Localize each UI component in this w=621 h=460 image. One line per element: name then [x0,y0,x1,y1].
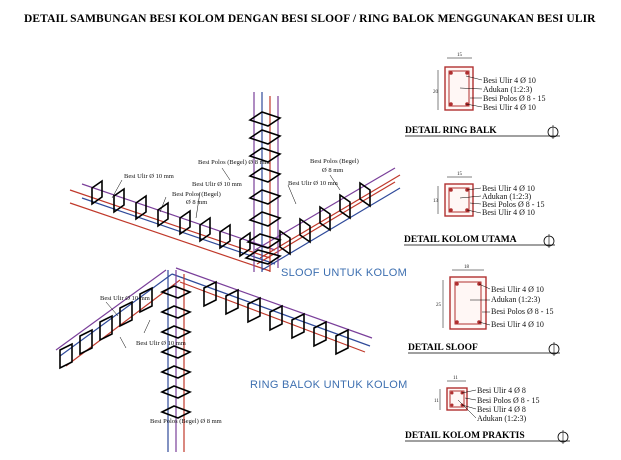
caption-ring-balok: RING BALOK UNTUK KOLOM [250,379,408,391]
label-begel-lower: Besi Polos (Begel) Ø 8 mm [150,418,222,425]
dim-width: 15 [457,172,463,177]
dim-width: 18 [464,265,470,270]
caption-sloof: SLOOF UNTUK KOLOM [281,267,407,279]
label-begel-polos: Besi Polos (Begel) [172,191,221,198]
detail-item: Besi Polos Ø 8 - 15 [477,396,539,405]
label-begel-polos-size: Ø 8 mm [186,199,207,206]
dim-height: 20 [433,90,439,95]
label-begel-right-size: Ø 8 mm [322,167,343,174]
detail-item: Besi Ulir 4 Ø 10 [482,208,535,217]
detail-item: Besi Ulir 4 Ø 10 [491,320,544,329]
label-ulir-center: Besi Ulir Ø 10 mm [192,181,242,188]
detail-item: Besi Ulir 4 Ø 10 [482,184,535,193]
label-ulir-right: Besi Ulir Ø 10 mm [288,180,338,187]
ring-balok-beam [55,267,373,452]
label-ulir-top: Besi Ulir Ø 10 mm [124,173,174,180]
detail-item: Besi Ulir 4 Ø 8 [477,386,526,395]
detail-item: Adukan (1:2:3) [482,192,531,201]
column [244,92,282,272]
dim-height: 13 [433,199,439,204]
detail-title: DETAIL KOLOM UTAMA [404,235,517,245]
detail-title: DETAIL KOLOM PRAKTIS [405,431,525,441]
detail-title: DETAIL RING BALK [405,126,497,136]
detail-item: Besi Ulir 4 Ø 10 [483,103,536,112]
detail-item: Besi Ulir 4 Ø 10 [483,76,536,85]
drawing-title: DETAIL SAMBUNGAN BESI KOLOM DENGAN BESI … [24,13,596,25]
label-ulir-lower-2: Besi Ulir Ø 10 mm [136,340,186,347]
label-ulir-lower-1: Besi Ulir Ø 10 mm [100,295,150,302]
detail-item: Besi Polos Ø 8 - 15 [491,307,553,316]
dim-height: 11 [434,399,439,404]
detail-item: Besi Polos Ø 8 - 15 [482,200,544,209]
detail-sloof: 18 25 Besi Ulir 4 Ø 10 Adukan (1:2:3) Be… [408,265,560,356]
detail-item: Adukan (1:2:3) [477,414,526,423]
label-begel-center: Besi Polos (Begel) Ø 8 mm [198,159,270,166]
detail-item: Adukan (1:2:3) [491,295,540,304]
detail-item: Besi Polos Ø 8 - 15 [483,94,545,103]
detail-kolom-praktis: 11 11 Besi Ulir 4 Ø 8 Besi Polos Ø 8 - 1… [405,376,570,444]
detail-item: Besi Ulir 4 Ø 8 [477,405,526,414]
detail-ring-balk: 15 20 Besi Ulir 4 Ø 10 Adukan (1:2:3) Be… [405,53,560,139]
dim-width: 15 [457,53,463,58]
leader-lines [105,167,341,349]
dim-height: 25 [436,303,442,308]
sloof-beam [69,167,401,272]
detail-item: Besi Ulir 4 Ø 10 [491,285,544,294]
detail-title: DETAIL SLOOF [408,343,478,353]
label-begel-right: Besi Polos (Begel) [310,158,359,165]
detail-kolom-utama: 15 13 Besi Ulir 4 Ø 10 Adukan (1:2:3) Be… [404,172,555,248]
dim-width: 11 [453,376,458,381]
detail-item: Adukan (1:2:3) [483,85,532,94]
